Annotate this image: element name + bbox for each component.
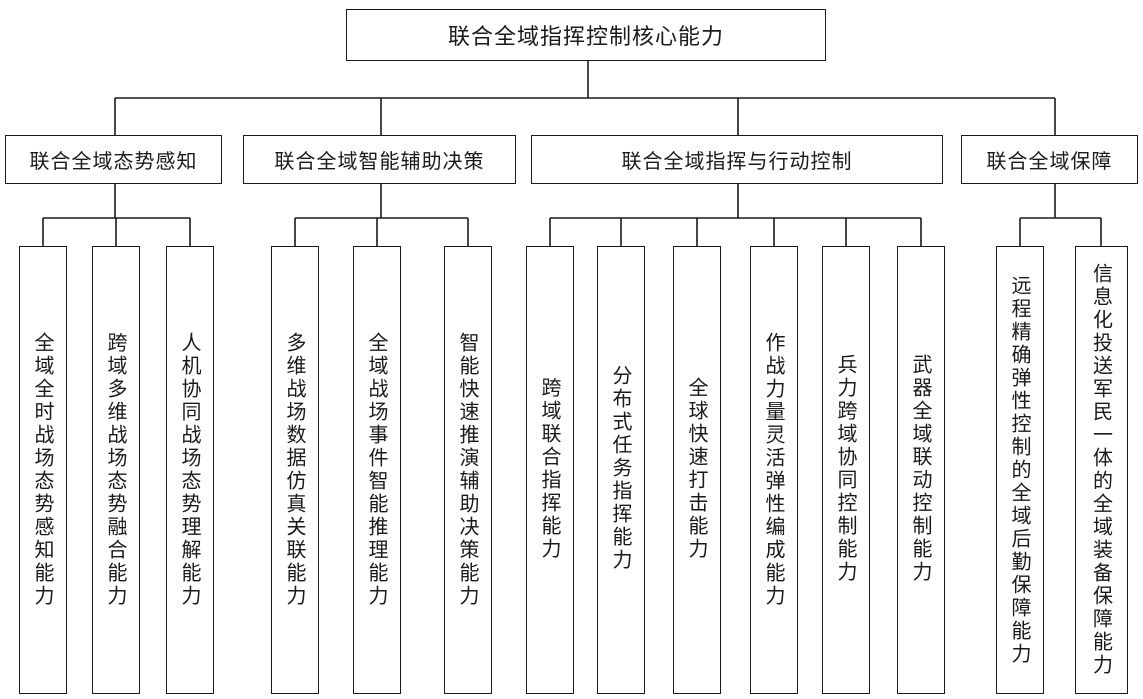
capability-leaf: 兵力跨域协同控制能力 bbox=[822, 246, 870, 694]
category-label: 联合全域态势感知 bbox=[29, 149, 198, 173]
capability-label: 全球快速打击能力 bbox=[685, 377, 709, 561]
root-label: 联合全域指挥控制核心能力 bbox=[447, 25, 724, 50]
capability-leaf: 跨域联合指挥能力 bbox=[526, 246, 574, 694]
capability-leaf: 人机协同战场态势理解能力 bbox=[166, 246, 214, 694]
capability-label: 分布式任务指挥能力 bbox=[609, 365, 633, 572]
root-node: 联合全域指挥控制核心能力 bbox=[346, 9, 826, 61]
capability-label: 人机协同战场态势理解能力 bbox=[178, 332, 202, 608]
capability-leaf: 全球快速打击能力 bbox=[673, 246, 721, 694]
capability-leaf: 跨域多维战场态势融合能力 bbox=[92, 246, 140, 694]
category-node-support: 联合全域保障 bbox=[961, 135, 1138, 184]
capability-label: 全域全时战场态势感知能力 bbox=[31, 332, 55, 608]
capability-label: 远程精确弹性控制的全域后勤保障能力 bbox=[1008, 275, 1032, 666]
capability-leaf: 作战力量灵活弹性编成能力 bbox=[750, 246, 798, 694]
category-node-decision-support: 联合全域智能辅助决策 bbox=[243, 135, 516, 184]
capability-leaf: 信息化投送军民一体的全域装备保障能力 bbox=[1075, 246, 1128, 694]
capability-leaf: 分布式任务指挥能力 bbox=[597, 246, 645, 694]
capability-leaf: 智能快速推演辅助决策能力 bbox=[444, 246, 492, 694]
capability-label: 武器全域联动控制能力 bbox=[909, 354, 933, 584]
capability-leaf: 多维战场数据仿真关联能力 bbox=[271, 246, 319, 694]
capability-leaf: 远程精确弹性控制的全域后勤保障能力 bbox=[996, 246, 1044, 694]
capability-leaf: 全域战场事件智能推理能力 bbox=[353, 246, 401, 694]
capability-label: 智能快速推演辅助决策能力 bbox=[456, 332, 480, 608]
capability-label: 全域战场事件智能推理能力 bbox=[365, 332, 389, 608]
capability-label: 作战力量灵活弹性编成能力 bbox=[762, 332, 786, 608]
capability-label: 兵力跨域协同控制能力 bbox=[834, 354, 858, 584]
category-label: 联合全域指挥与行动控制 bbox=[621, 149, 853, 173]
capability-label: 跨域多维战场态势融合能力 bbox=[104, 332, 128, 608]
category-node-command-control: 联合全域指挥与行动控制 bbox=[531, 135, 943, 184]
category-node-situational-awareness: 联合全域态势感知 bbox=[5, 135, 222, 184]
capability-leaf: 武器全域联动控制能力 bbox=[897, 246, 945, 694]
capability-label: 多维战场数据仿真关联能力 bbox=[283, 332, 307, 608]
category-label: 联合全域智能辅助决策 bbox=[274, 149, 485, 173]
capability-label: 跨域联合指挥能力 bbox=[538, 377, 562, 561]
capability-leaf: 全域全时战场态势感知能力 bbox=[19, 246, 67, 694]
category-label: 联合全域保障 bbox=[986, 149, 1113, 173]
capability-label: 信息化投送军民一体的全域装备保障能力 bbox=[1089, 263, 1114, 677]
